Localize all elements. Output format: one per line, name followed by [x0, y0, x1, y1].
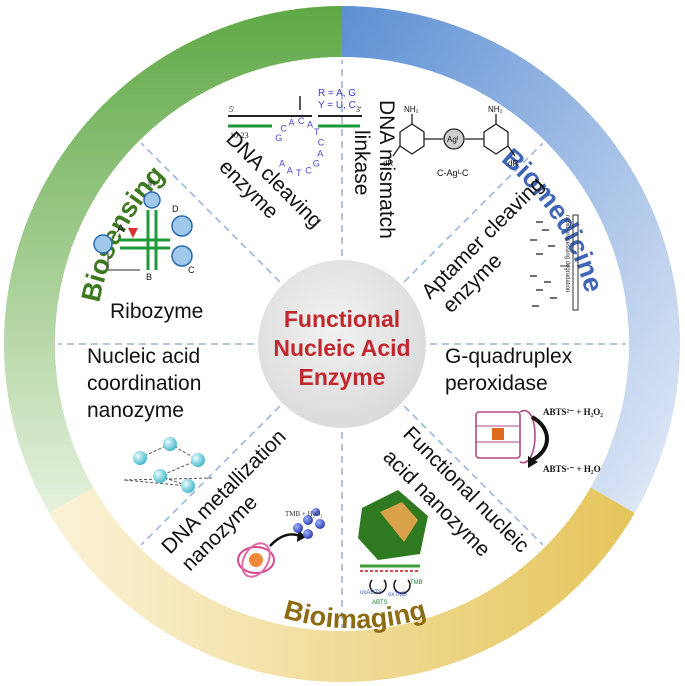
metal-node: [191, 453, 205, 467]
loop-letter: G: [275, 133, 282, 143]
label-ribozyme: Ribozyme: [110, 300, 203, 323]
g-quadruplex-illustration: [475, 409, 549, 468]
aptamer-gel-illustration: [530, 221, 557, 307]
svg-text:oxABTS: oxABTS: [360, 590, 382, 596]
segment-ribozyme: Ribozyme A in D B C: [93, 178, 203, 323]
fna-nanozyme-illustration: [358, 490, 428, 595]
metal-node: [163, 437, 177, 451]
svg-text:NH₂: NH₂: [488, 105, 503, 114]
svg-text:TMB: TMB: [410, 580, 423, 586]
svg-text:rapid processing degradation: rapid processing degradation: [564, 215, 570, 292]
label-dna-mismatch-line2: linkase: [350, 130, 373, 195]
loop-letter: A: [317, 149, 323, 159]
outer-ring: [3, 5, 680, 682]
label-coordination-line1: Nucleic acid: [87, 345, 200, 368]
svg-text:Y = U, C: Y = U, C: [318, 100, 356, 111]
center-title-line3: Enzyme: [299, 364, 386, 390]
loop-letter: C: [318, 138, 325, 148]
loop-letter: C: [305, 166, 312, 176]
svg-text:5': 5': [229, 105, 235, 114]
loop-letter: T: [314, 127, 320, 137]
segment-divider: [140, 142, 281, 283]
svg-text:R = A, G: R = A, G: [318, 88, 356, 99]
label-g-quad-line1: G-quadruplex: [445, 345, 573, 368]
svg-text:Agᴵ: Agᴵ: [447, 135, 458, 144]
loop-letter: C: [298, 116, 305, 126]
segment-divider: [403, 142, 544, 283]
svg-text:C: C: [188, 265, 195, 275]
center-title-line1: Functional: [284, 306, 400, 332]
center-title-line2: Nucleic Acid: [273, 335, 410, 361]
metal-node: [153, 469, 167, 483]
loop-letter: G: [313, 159, 320, 169]
mismatch-caption: C-Agᴵ-C: [437, 168, 469, 178]
svg-text:dR: dR: [508, 159, 518, 168]
label-coordination-line3: nanozyme: [87, 399, 184, 422]
ring-bioimaging-band: [49, 487, 635, 682]
coordination-illustration: [123, 437, 213, 493]
label-coordination-line2: coordination: [87, 372, 201, 395]
loop-letter: A: [307, 120, 313, 130]
svg-text:B: B: [146, 272, 152, 282]
metal-node: [133, 451, 147, 465]
svg-text:10-23: 10-23: [230, 131, 249, 140]
svg-text:NH₂: NH₂: [404, 105, 419, 114]
ring-biomedicine-band: [342, 6, 680, 513]
svg-text:ABTS²⁻ + H₂O₂: ABTS²⁻ + H₂O₂: [543, 407, 603, 417]
metal-node: [181, 479, 195, 493]
segment-g-quadruplex: G-quadruplex peroxidase ABTS²⁻ + H₂O₂ AB…: [445, 345, 603, 474]
loop-letter: T: [296, 168, 302, 178]
svg-text:oxTMB: oxTMB: [388, 592, 407, 598]
svg-text:3': 3': [356, 105, 362, 114]
loop-letter: A: [289, 118, 295, 128]
center-circle: [258, 260, 426, 428]
loop-letter: C: [280, 124, 287, 134]
svg-text:dR: dR: [383, 159, 393, 168]
segment-dividers: [58, 60, 626, 628]
ribozyme-illustration: [93, 191, 193, 271]
svg-text:in: in: [148, 178, 155, 188]
svg-text:ABTS: ABTS: [372, 600, 388, 606]
mismatch-structure-illustration: [392, 114, 516, 157]
ring-biosensing-band: [3, 6, 342, 513]
label-g-quad-line2: peroxidase: [445, 372, 548, 395]
svg-text:A: A: [117, 223, 125, 235]
segment-coordination: Nucleic acid coordination nanozyme: [87, 345, 213, 493]
svg-text:TMB + H₂O₂: TMB + H₂O₂: [285, 510, 323, 518]
segment-dna-mismatch: DNA mismatch linkase Agᴵ NH₂ NH₂ dR dR C…: [350, 100, 518, 239]
framework-link: [123, 479, 189, 487]
segment-divider: [140, 405, 281, 546]
segment-divider: [403, 405, 544, 546]
loop-letter: A: [287, 166, 293, 176]
svg-text:D: D: [172, 204, 179, 214]
svg-text:ABTS·⁻ + H₂O: ABTS·⁻ + H₂O: [543, 464, 601, 474]
dna-metal-illustration: [237, 508, 325, 578]
label-dna-mismatch-line1: DNA mismatch: [375, 100, 398, 239]
loop-letter: A: [279, 159, 285, 169]
